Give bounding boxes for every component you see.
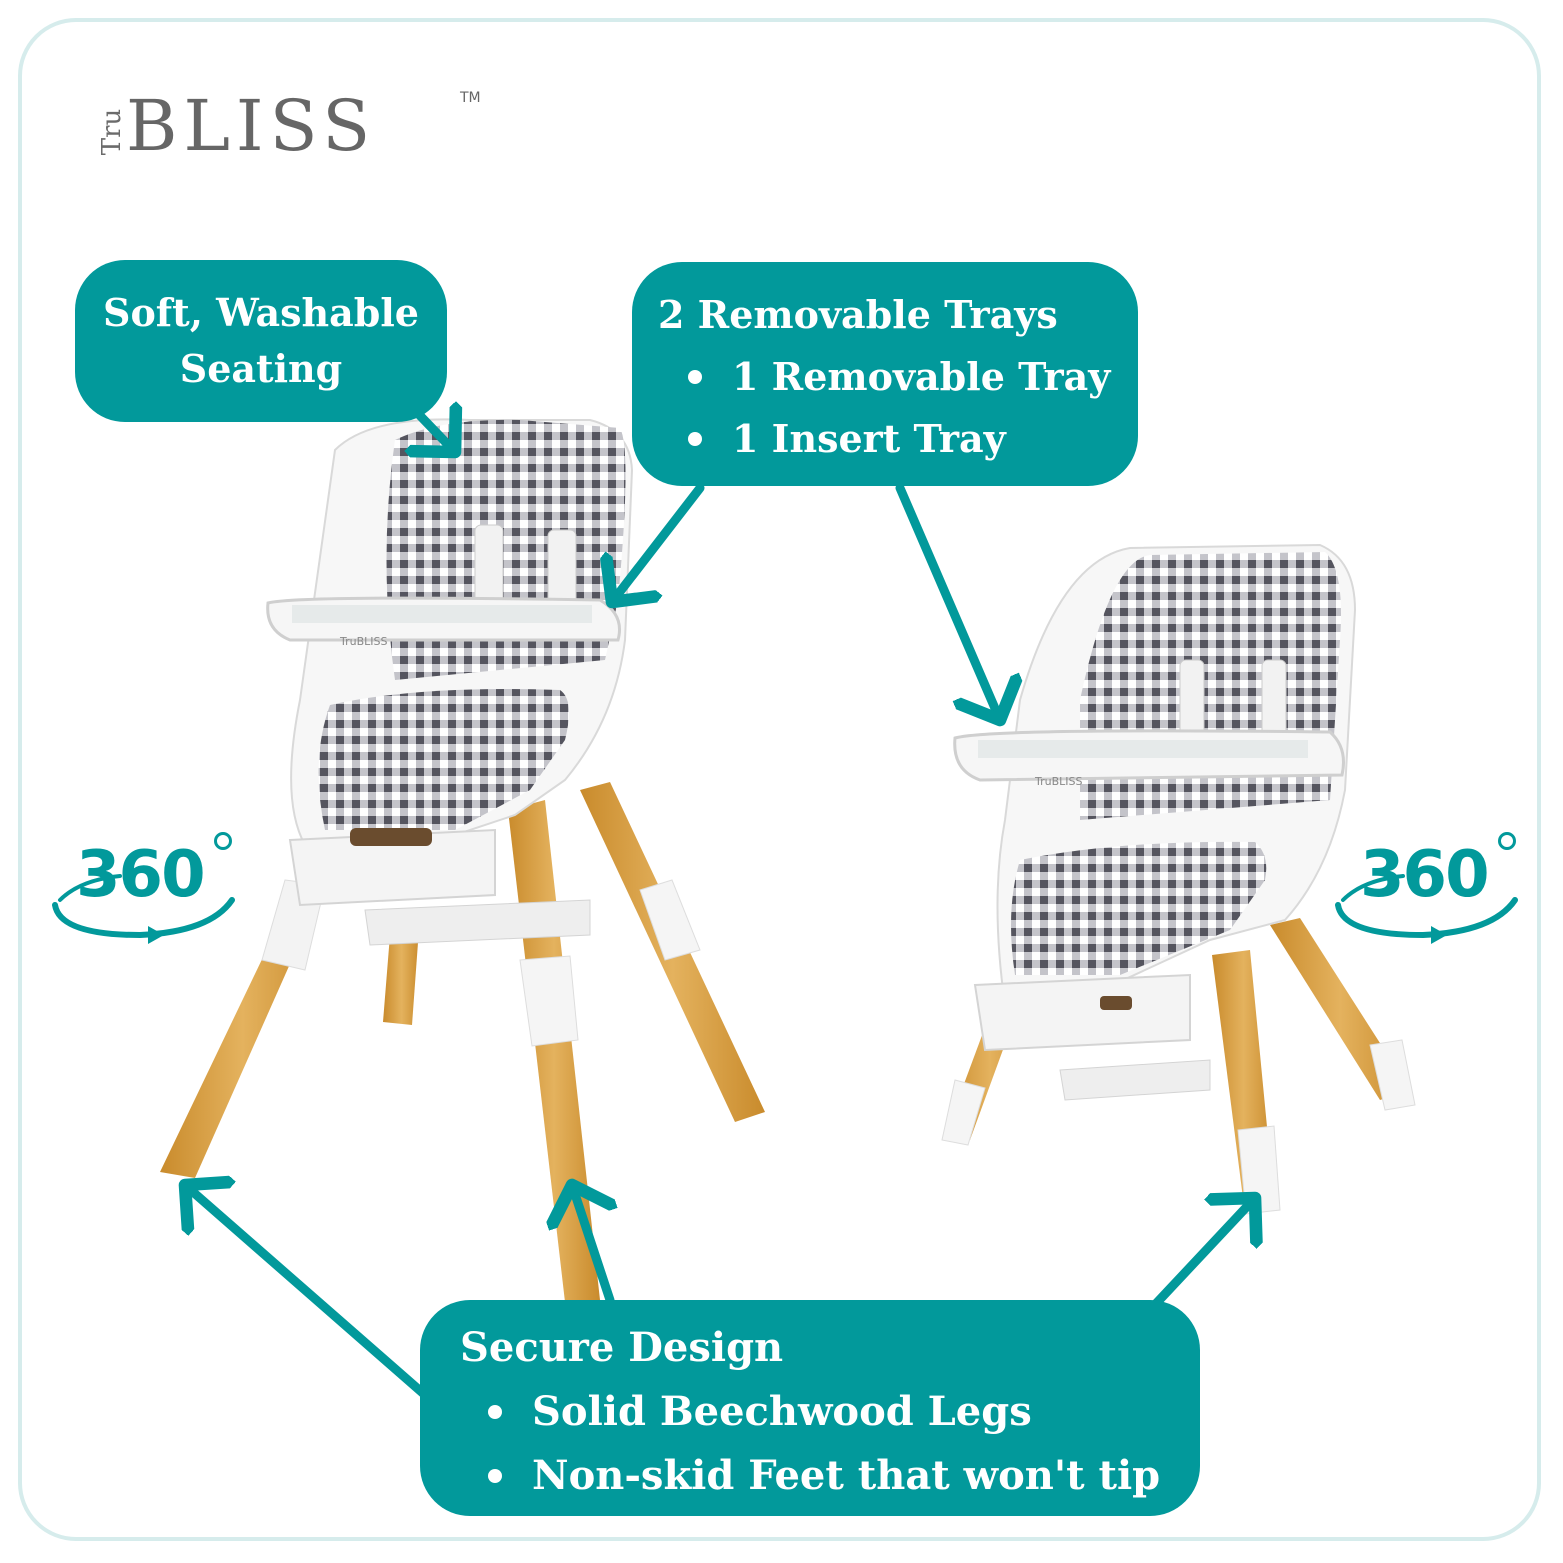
- callout-design-item: Solid Beechwood Legs: [532, 1388, 1032, 1435]
- callout-trays-item: 1 Insert Tray: [732, 416, 1006, 461]
- left-chair-legs: [160, 782, 765, 1302]
- callout-seating-line2: Seating: [179, 346, 343, 391]
- rotation-value-right: 360: [1360, 838, 1490, 912]
- bullet-icon: [488, 1469, 502, 1483]
- legs-arrow-right: [1145, 1198, 1255, 1315]
- bullet-icon: [488, 1405, 502, 1419]
- callout-trays-item: 1 Removable Tray: [732, 354, 1111, 399]
- callout-seating: Soft, Washable Seating: [75, 260, 447, 422]
- bullet-icon: [688, 432, 702, 446]
- rotation-label-left: 360: [76, 832, 232, 912]
- rotation-value-left: 360: [76, 838, 206, 912]
- bullet-icon: [688, 370, 702, 384]
- left-seat-cushion: [318, 689, 569, 830]
- callout-design: Secure Design Solid Beechwood Legs Non-s…: [420, 1300, 1200, 1516]
- tray-arrow-left: [612, 483, 705, 602]
- rotate-left-icon: [52, 874, 235, 944]
- degree-icon: [1498, 832, 1516, 850]
- left-tray-logo: TruBLISS: [339, 635, 387, 648]
- left-high-chair: TruBLISS: [160, 418, 765, 1302]
- callout-trays: 2 Removable Trays 1 Removable Tray 1 Ins…: [632, 262, 1138, 486]
- rotation-label-right: 360: [1360, 832, 1516, 912]
- list-item: 1 Insert Tray: [658, 408, 1138, 470]
- list-item: Non-skid Feet that won't tip: [460, 1444, 1200, 1508]
- callout-seating-line1: Soft, Washable: [103, 290, 419, 335]
- right-tray-logo: TruBLISS: [1034, 775, 1082, 788]
- tray-arrow-right: [895, 483, 1000, 720]
- brand-name: BLISS: [126, 85, 377, 167]
- brand-trademark: TM: [460, 90, 481, 106]
- list-item: 1 Removable Tray: [658, 346, 1138, 408]
- right-back-cushion: [1080, 552, 1341, 820]
- callout-design-item: Non-skid Feet that won't tip: [532, 1452, 1161, 1499]
- right-seat-cushion: [1011, 841, 1267, 975]
- legs-arrow-left: [185, 1185, 430, 1400]
- legs-arrow-middle: [572, 1185, 610, 1305]
- list-item: Solid Beechwood Legs: [460, 1380, 1200, 1444]
- right-high-chair: TruBLISS: [941, 543, 1416, 1215]
- rotate-right-icon: [1335, 874, 1518, 944]
- callout-trays-title: 2 Removable Trays: [658, 292, 1058, 337]
- degree-icon: [214, 832, 232, 850]
- callout-design-title: Secure Design: [460, 1324, 784, 1371]
